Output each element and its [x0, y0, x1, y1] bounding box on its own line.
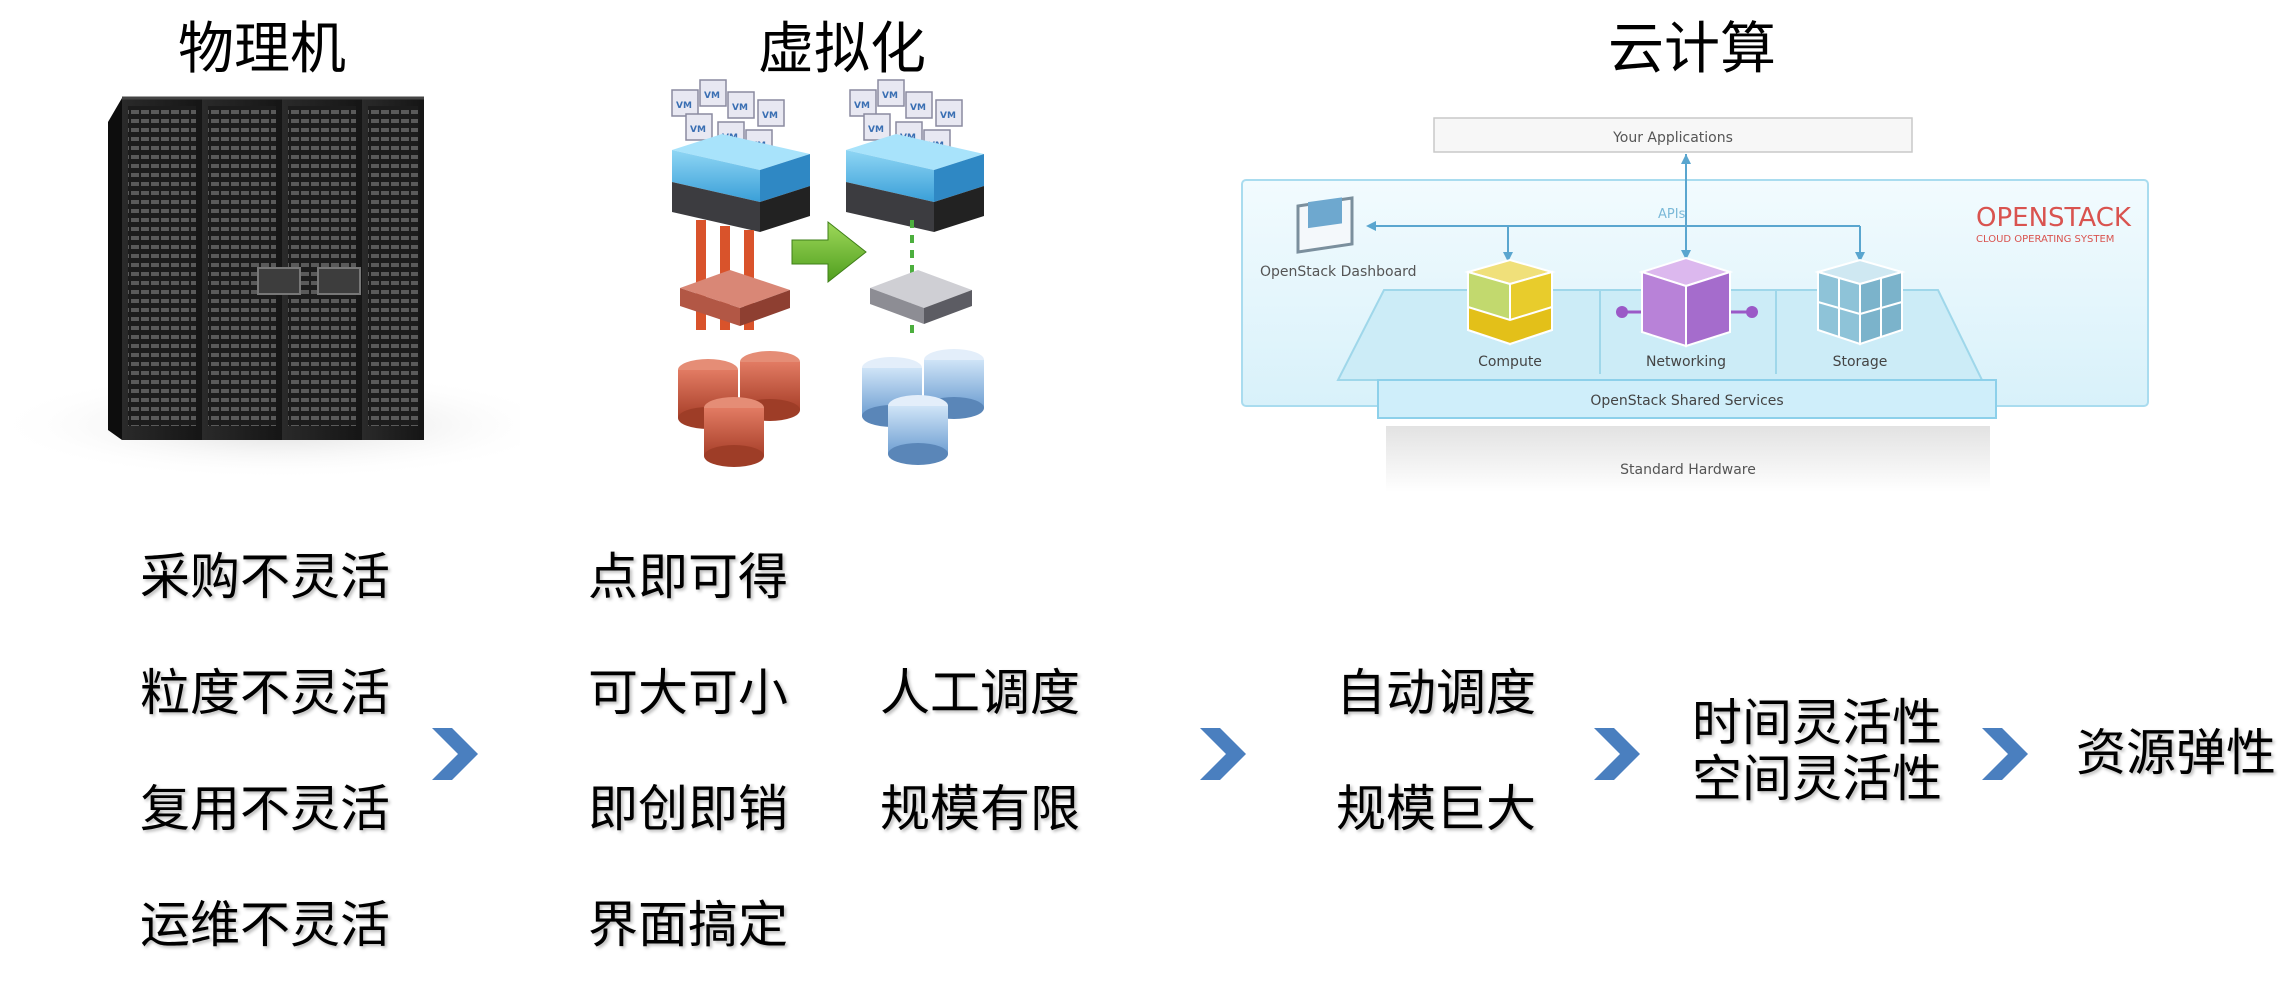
- virtual-item-ui: 界面搞定: [588, 896, 788, 954]
- apis-label: APIs: [1658, 207, 1686, 222]
- standard-hardware-label: Standard Hardware: [1620, 462, 1756, 478]
- flex-space: 空间灵活性: [1692, 750, 1942, 808]
- virtualization-image: VM VM VM VM VM VM VM: [671, 79, 984, 467]
- svg-text:VM: VM: [704, 91, 720, 101]
- networking-label: Networking: [1646, 354, 1726, 370]
- virtual-item-scalable: 可大可小: [588, 664, 788, 722]
- virtual-item-ondemand: 即创即销: [588, 780, 788, 838]
- storage-icon: [1814, 258, 1906, 346]
- your-applications-bar: [1433, 117, 1913, 153]
- openstack-brand-subtitle: CLOUD OPERATING SYSTEM: [1976, 234, 2114, 245]
- svg-text:VM: VM: [690, 125, 706, 135]
- svg-text:VM: VM: [854, 101, 870, 111]
- openstack-diagram: Your Applications APIs OPENSTACK CLOUD O…: [1241, 117, 2149, 492]
- virtual-sched-limited: 规模有限: [880, 780, 1080, 838]
- chevron-right-icon: [1594, 728, 1640, 780]
- physical-item-ops: 运维不灵活: [140, 896, 390, 954]
- svg-text:VM: VM: [762, 111, 778, 121]
- heading-physical: 物理机: [178, 17, 346, 82]
- physical-item-reuse: 复用不灵活: [140, 780, 390, 838]
- heading-virtualization: 虚拟化: [758, 17, 926, 82]
- chevron-right-icon: [1200, 728, 1246, 780]
- transition-arrow: [791, 220, 867, 284]
- storage-label: Storage: [1833, 354, 1888, 370]
- chevron-right-icon: [1982, 728, 2028, 780]
- result-elasticity: 资源弹性: [2076, 724, 2276, 782]
- svg-text:VM: VM: [910, 103, 926, 113]
- virtual-sched-manual: 人工调度: [880, 664, 1080, 722]
- dashboard-label: OpenStack Dashboard: [1260, 264, 1417, 280]
- svg-text:VM: VM: [882, 91, 898, 101]
- shared-services-bar: [1377, 379, 1997, 419]
- compute-icon: [1464, 258, 1556, 346]
- svg-text:VM: VM: [868, 125, 884, 135]
- cloud-sched-auto: 自动调度: [1336, 664, 1536, 722]
- virtual-item-instant: 点即可得: [588, 548, 788, 606]
- networking-icon: [1616, 256, 1758, 348]
- svg-text:VM: VM: [732, 103, 748, 113]
- dashboard-icon: [1296, 196, 1354, 254]
- flex-time: 时间灵活性: [1692, 694, 1942, 752]
- your-applications-label: Your Applications: [1612, 130, 1733, 146]
- compute-label: Compute: [1478, 354, 1542, 370]
- physical-item-granularity: 粒度不灵活: [140, 664, 390, 722]
- svg-text:VM: VM: [676, 101, 692, 111]
- svg-text:VM: VM: [940, 111, 956, 121]
- chevron-right-icon: [432, 728, 478, 780]
- shared-services-label: OpenStack Shared Services: [1590, 393, 1783, 409]
- standard-hardware-bar: [1386, 426, 1990, 492]
- openstack-brand: OPENSTACK: [1976, 203, 2132, 233]
- cloud-sched-large: 规模巨大: [1336, 780, 1536, 838]
- heading-cloud: 云计算: [1608, 17, 1776, 82]
- physical-item-purchase: 采购不灵活: [140, 548, 390, 606]
- server-rack-image: [0, 96, 520, 475]
